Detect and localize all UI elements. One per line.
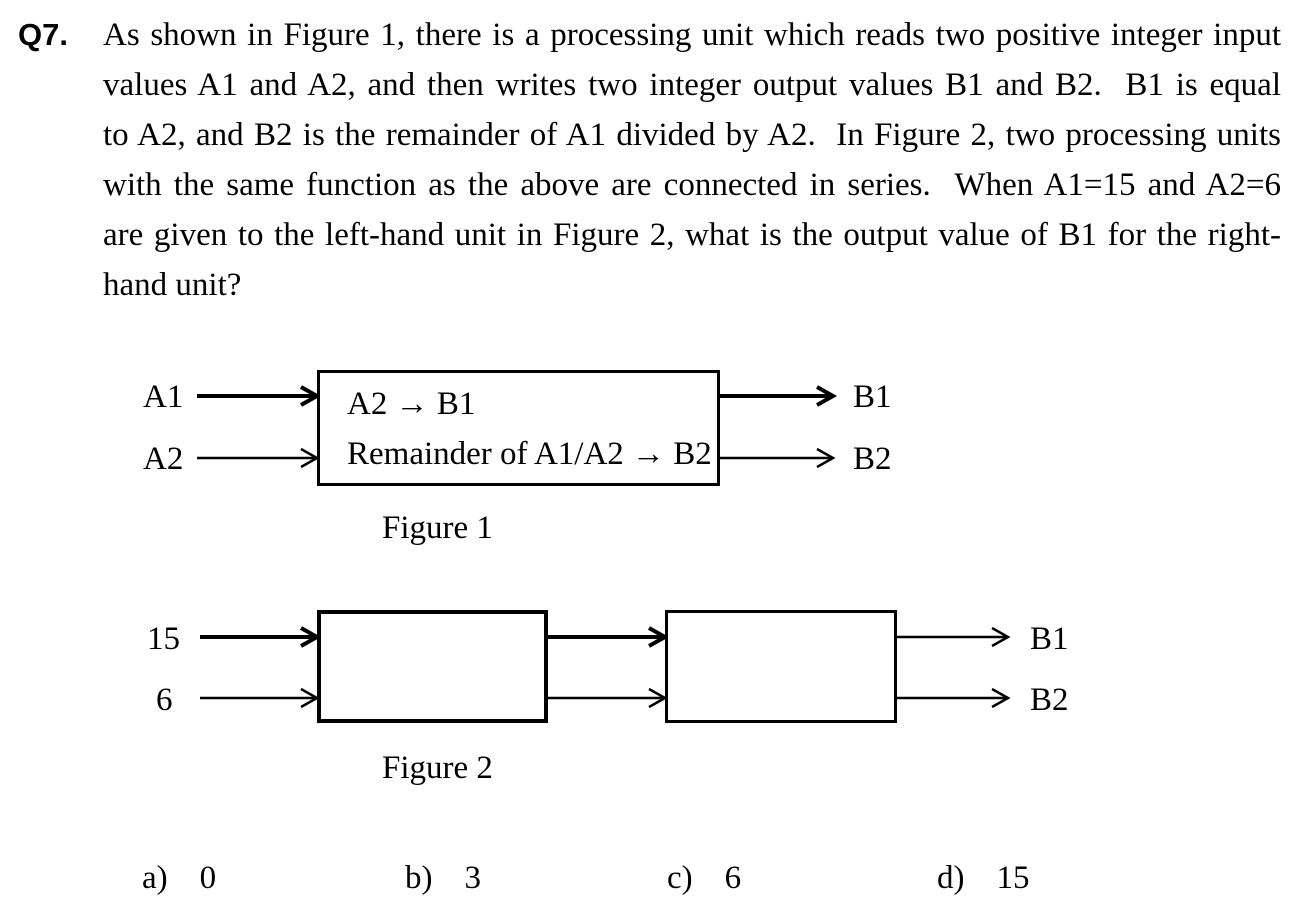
figure1-diagram: A1 A2 A2 → B1 Remainder of A1/A2 → B2 B1… [143,370,892,486]
figure2-input-label-6: 6 [156,682,173,718]
question-line: are given to the left-hand unit in Figur… [103,217,1281,253]
option-d-value: 15 [996,860,1030,896]
figure1-input-label-a1: A1 [143,379,183,415]
question-number: Q7. [18,17,68,52]
figure1-input-arrow-a1 [197,385,322,407]
option-a-value: 0 [199,860,217,896]
figure1-output-arrow-b1 [720,385,838,407]
option-b-value: 3 [464,860,482,896]
option-b: b) 3 [405,860,481,897]
figure1-output-label-b1: B1 [853,379,892,415]
option-a: a) 0 [142,860,216,897]
figure1-caption: Figure 1 [382,510,493,546]
figure2-input-arrow-6 [200,687,320,709]
figure2-right-unit-box [665,610,897,723]
option-b-label: b) [405,860,433,896]
figure1-input-label-a2: A2 [143,441,183,477]
option-d-label: d) [937,860,965,896]
question-line: hand unit? [103,267,242,303]
question-line: to A2, and B2 is the remainder of A1 div… [103,117,1281,153]
figure1-output-arrow-b2 [720,447,836,469]
question-line: As shown in Figure 1, there is a process… [103,17,1281,53]
question-line: values A1 and A2, and then writes two in… [103,67,1281,103]
option-d: d) 15 [937,860,1030,897]
figure2-output-label-b1: B1 [1030,621,1069,657]
figure1-box-rule1: A2 → B1 [347,386,475,422]
figure2-output-arrow-b1 [897,626,1011,648]
figure1-box-rule2: Remainder of A1/A2 → B2 [347,436,712,472]
figure2-input-arrow-15 [200,626,322,648]
figure2-diagram: 15 6 B1 B2 [147,610,1069,723]
question-text: As shown in Figure 1, there is a process… [103,10,1281,310]
figure2-middle-arrow-bottom [548,687,668,709]
question-line: with the same function as the above are … [103,167,1281,203]
figure2-left-unit-box [317,610,548,723]
figure2-caption: Figure 2 [382,750,493,786]
figure2-output-label-b2: B2 [1030,682,1069,718]
option-a-label: a) [142,860,168,896]
option-c: c) 6 [667,860,741,897]
answer-options: a) 0 b) 3 c) 6 d) 15 [0,860,1298,905]
figure1-processing-unit-box [317,370,720,486]
figure1-input-arrow-a2 [197,447,320,469]
option-c-value: 6 [724,860,742,896]
option-c-label: c) [667,860,693,896]
figure2-output-arrow-b2 [897,687,1011,709]
figure2-input-label-15: 15 [147,621,180,657]
figure1-output-label-b2: B2 [853,441,892,477]
figure2-middle-arrow-top [548,626,670,648]
